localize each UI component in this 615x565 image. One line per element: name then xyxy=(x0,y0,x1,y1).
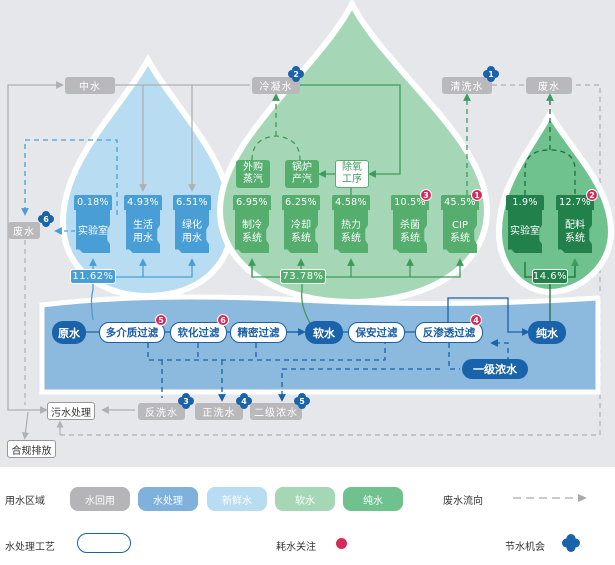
unit-percent: 45.5% xyxy=(441,195,479,210)
softening-filter: 软化过滤 xyxy=(170,322,227,343)
saving-badge: 6 xyxy=(38,211,54,227)
unit-name: 实验室 xyxy=(76,210,110,253)
fresh-water-drop xyxy=(59,53,236,300)
unit-name: CIP 系统 xyxy=(443,210,477,253)
reclaimed-water-label: 中水 xyxy=(65,77,115,94)
saving-badge: 1 xyxy=(483,66,499,82)
unit-percent: 1.9% xyxy=(506,195,544,210)
unit-thermal: 4.58%热力 系统 xyxy=(332,195,370,253)
saving-badge: 3 xyxy=(178,393,194,409)
unit-sterilization: 10.5%杀菌 系统 xyxy=(391,195,429,253)
clover-icon xyxy=(178,393,194,409)
badge-number: 2 xyxy=(293,69,299,79)
soft-water-node: 软水 xyxy=(305,321,343,344)
focus-badge: 4 xyxy=(470,314,482,326)
unit-name: 冷却 系统 xyxy=(284,210,318,253)
unit-percent: 4.58% xyxy=(332,195,370,210)
soft-total: 73.78% xyxy=(280,269,326,284)
deaeration-process: 除氧 工序 xyxy=(335,160,369,188)
secondary-brine: 二级浓水 xyxy=(250,403,302,420)
forwash-water: 正洗水 xyxy=(195,403,243,420)
unit-lab-fresh: 0.18%实验室 xyxy=(74,195,112,253)
reclaim-line xyxy=(7,81,64,235)
unit-lab-pure: 1.9%实验室 xyxy=(506,195,544,253)
precision-filter: 精密过滤 xyxy=(230,322,287,343)
primary-brine-node: 一级浓水 xyxy=(462,359,528,379)
focus-badge: 5 xyxy=(155,314,167,326)
legend-soft: 软水 xyxy=(275,487,335,511)
badge-number: 5 xyxy=(299,396,305,406)
waste-water-label-left: 废水 xyxy=(8,222,40,239)
pure-total: 14.6% xyxy=(532,269,568,284)
fresh-total: 11.62% xyxy=(70,269,116,284)
reverse-osmosis-filter: 反渗透过滤 xyxy=(415,322,483,343)
legend-fresh: 新鲜水 xyxy=(207,487,267,511)
raw-water-node: 原水 xyxy=(52,321,86,344)
unit-greening: 6.51%绿化 用水 xyxy=(173,195,211,253)
unit-name: 配料 系统 xyxy=(558,210,592,253)
clover-icon xyxy=(483,66,499,82)
saving-badge: 5 xyxy=(294,393,310,409)
legend-treatment: 水处理 xyxy=(138,487,198,511)
multimedia-filter: 多介质过滤 xyxy=(99,322,165,343)
legend-waste-flow-label: 废水流向 xyxy=(443,496,483,507)
saving-badge: 2 xyxy=(288,66,304,82)
legend-reclaim: 水回用 xyxy=(70,487,130,511)
unit-percent: 10.5% xyxy=(391,195,429,210)
clover-icon xyxy=(236,393,252,409)
boiler-steam: 锅炉 产汽 xyxy=(285,160,319,188)
backwash-water: 反洗水 xyxy=(138,403,185,420)
unit-percent: 6.95% xyxy=(233,195,271,210)
legend-process-shape xyxy=(77,533,131,553)
badge-number: 4 xyxy=(241,396,247,406)
clover-icon xyxy=(294,393,310,409)
pure-water-node: 纯水 xyxy=(528,321,566,344)
unit-cip: 45.5%CIP 系统 xyxy=(441,195,479,253)
saving-badge: 4 xyxy=(236,393,252,409)
dashed-arrow-icon xyxy=(513,494,587,502)
focus-dot-icon xyxy=(336,538,347,549)
focus-badge: 6 xyxy=(217,314,229,326)
focus-badge: 3 xyxy=(420,189,432,201)
clover-icon xyxy=(288,66,304,82)
focus-badge: 1 xyxy=(471,189,483,201)
unit-batching: 12.7%配料 系统 xyxy=(556,195,594,253)
unit-name: 实验室 xyxy=(508,210,542,253)
legend-focus-label: 耗水关注 xyxy=(276,542,316,553)
badge-number: 3 xyxy=(183,396,189,406)
security-filter: 保安过滤 xyxy=(348,322,405,343)
unit-name: 生活 用水 xyxy=(126,210,160,253)
purchased-steam: 外购 蒸汽 xyxy=(236,160,270,188)
compliant-discharge: 合规排放 xyxy=(7,440,56,458)
focus-badge: 2 xyxy=(586,189,598,201)
cleaning-water-label: 清洗水 xyxy=(442,77,492,94)
unit-name: 绿化 用水 xyxy=(175,210,209,253)
badge-number: 6 xyxy=(43,214,49,224)
clover-icon xyxy=(38,211,54,227)
legend-area-label: 用水区域 xyxy=(5,496,45,507)
unit-name: 杀菌 系统 xyxy=(393,210,427,253)
clover-icon xyxy=(562,534,580,552)
unit-percent: 12.7% xyxy=(556,195,594,210)
legend-pure: 纯水 xyxy=(343,487,403,511)
waste-water-label-right: 废水 xyxy=(526,77,572,94)
unit-name: 热力 系统 xyxy=(334,210,368,253)
unit-domestic: 4.93%生活 用水 xyxy=(124,195,162,253)
unit-percent: 6.51% xyxy=(173,195,211,210)
unit-refrigeration: 6.95%制冷 系统 xyxy=(233,195,271,253)
unit-name: 制冷 系统 xyxy=(235,210,269,253)
unit-percent: 0.18% xyxy=(74,195,112,210)
soft-water-drop xyxy=(216,0,491,306)
badge-number: 1 xyxy=(488,69,494,79)
unit-cooling: 6.25%冷却 系统 xyxy=(282,195,320,253)
legend-saving-label: 节水机会 xyxy=(505,542,545,553)
unit-percent: 6.25% xyxy=(282,195,320,210)
condensate-label: 冷凝水 xyxy=(252,77,300,94)
unit-percent: 4.93% xyxy=(124,195,162,210)
sewage-treatment: 污水处理 xyxy=(47,402,95,420)
treatment-band xyxy=(39,294,601,395)
legend-process-label: 水处理工艺 xyxy=(5,542,55,553)
